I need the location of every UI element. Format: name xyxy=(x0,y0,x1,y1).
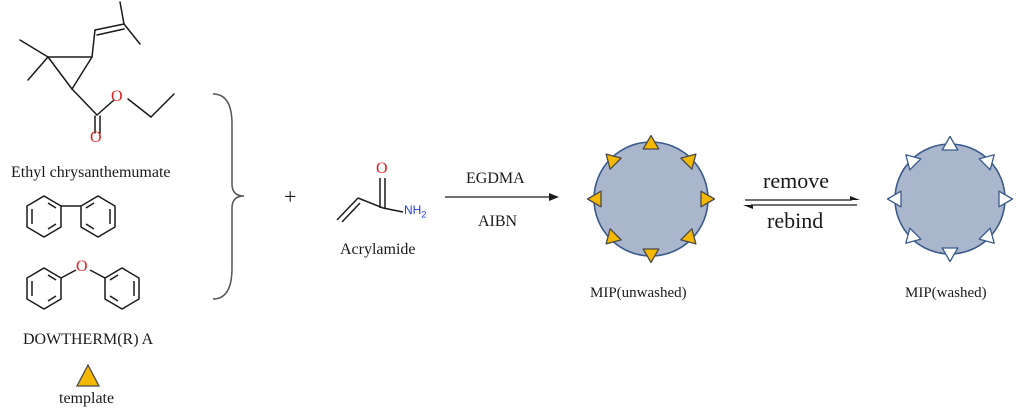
methyl-bond xyxy=(27,56,49,81)
template-triangle xyxy=(642,134,660,150)
template-triangle xyxy=(586,190,602,208)
cavity-triangle xyxy=(978,154,995,171)
double-bond xyxy=(94,23,125,31)
aromatic-bond xyxy=(47,274,57,281)
methyl-bond xyxy=(119,1,125,25)
bound-templates xyxy=(586,134,716,264)
amide-nitrogen-atom: NH2 xyxy=(404,203,427,220)
template-triangle xyxy=(680,153,697,170)
reaction-arrow xyxy=(445,193,559,201)
mip-unwashed-particle xyxy=(586,134,716,264)
vinyl-bond xyxy=(91,29,96,58)
ethyl-bond xyxy=(150,93,175,118)
methyl-bond xyxy=(19,39,49,58)
template-legend-label: template xyxy=(59,390,115,407)
dowtherm-label: DOWTHERM(R) A xyxy=(23,331,154,348)
carbonyl-carbon-bond xyxy=(71,88,98,116)
imprinted-cavities xyxy=(886,135,1014,263)
reactants-brace xyxy=(212,93,245,300)
cavity-triangle xyxy=(905,154,922,171)
acrylamide-label: Acrylamide xyxy=(340,241,416,258)
vinyl-bond xyxy=(357,197,384,209)
vinyl-double-bond xyxy=(341,202,361,223)
amide-oxygen-atom: O xyxy=(376,160,388,177)
cavity-triangle xyxy=(886,190,902,208)
ester-bond xyxy=(127,98,152,118)
benzene-ring xyxy=(80,195,116,238)
aromatic-bond xyxy=(47,223,57,230)
aromatic-bond xyxy=(47,202,57,209)
mip-washed-label: MIP(washed) xyxy=(905,285,987,301)
benzene-ring xyxy=(104,267,140,310)
ring-bond xyxy=(71,56,93,90)
cavity-triangle xyxy=(905,227,922,244)
template-triangle xyxy=(605,228,622,245)
ether-bond xyxy=(89,269,106,279)
diphenyl-ether-structure xyxy=(26,267,140,310)
vinyl-double-bond xyxy=(336,197,359,221)
ether-bond xyxy=(60,269,77,279)
mip-washed-particle xyxy=(886,135,1014,263)
acrylamide-structure xyxy=(336,178,404,223)
remove-label: remove xyxy=(763,168,829,193)
template-triangle xyxy=(680,228,697,245)
cavity-triangle xyxy=(978,227,995,244)
template-triangle xyxy=(605,153,622,170)
biphenyl-structure xyxy=(26,195,116,238)
aromatic-bond xyxy=(47,295,57,302)
mip-unwashed-label: MIP(unwashed) xyxy=(590,285,687,301)
aromatic-bond xyxy=(85,223,95,230)
aromatic-bond xyxy=(109,295,119,302)
ester-oxygen-atom: O xyxy=(111,88,123,105)
template-legend-icon xyxy=(75,363,101,387)
egdma-label: EGDMA xyxy=(466,170,525,187)
plus-sign: + xyxy=(284,184,297,209)
equilibrium-arrows xyxy=(743,196,860,209)
template-triangle xyxy=(642,248,660,264)
ethyl-chrysanthemumate-structure xyxy=(19,1,175,134)
ethyl-chrysanthemumate-label: Ethyl chrysanthemumate xyxy=(11,164,171,181)
ester-bond xyxy=(96,99,115,116)
cavity-triangle xyxy=(941,135,959,151)
amide-bond xyxy=(382,207,404,213)
carbonyl-oxygen-atom: O xyxy=(90,129,102,146)
aromatic-bond xyxy=(85,202,95,209)
cavity-triangle xyxy=(998,190,1014,208)
template-triangle xyxy=(700,190,716,208)
methyl-bond xyxy=(123,23,141,45)
aromatic-bond xyxy=(109,274,119,281)
ether-oxygen-atom: O xyxy=(76,258,88,275)
double-bond-inner xyxy=(96,28,125,36)
aibn-label: AIBN xyxy=(478,213,518,230)
cavity-triangle xyxy=(941,247,959,263)
rebind-label: rebind xyxy=(767,208,824,233)
ring-bond xyxy=(47,56,73,90)
